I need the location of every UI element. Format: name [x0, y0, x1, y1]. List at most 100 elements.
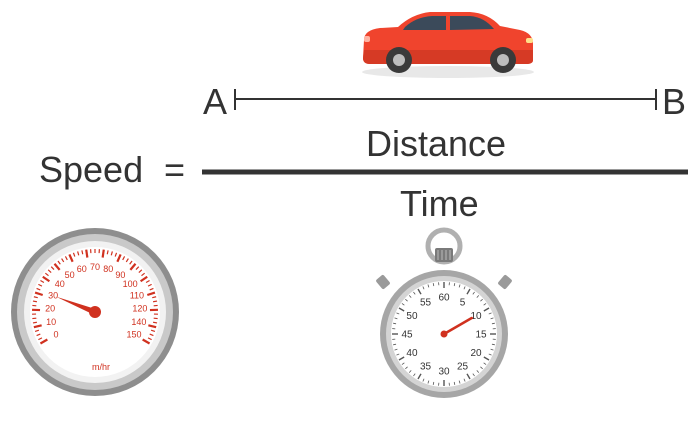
stopwatch-tick — [398, 307, 405, 312]
stopwatch-hand — [442, 316, 473, 336]
speedometer-tick-label: 100 — [123, 279, 138, 289]
speedometer-tick — [138, 269, 143, 273]
speedometer-hub — [89, 306, 101, 318]
speedometer-tick — [142, 338, 151, 345]
speedometer-tick — [135, 266, 140, 270]
stopwatch-tick — [491, 322, 495, 325]
speedometer-tick — [32, 300, 38, 303]
stopwatch-tick — [483, 303, 487, 306]
stopwatch-tick-label: 15 — [475, 330, 487, 341]
point-a-label: A — [203, 81, 228, 122]
stopwatch-tick — [394, 348, 398, 351]
stopwatch-tick — [476, 370, 480, 373]
stopwatch-tick — [490, 317, 494, 320]
speedometer-tick — [139, 275, 148, 283]
speedometer-unit: m/hr — [92, 362, 110, 372]
speedometer-tick — [81, 250, 84, 255]
speedometer-tick — [36, 287, 41, 291]
speedometer-tick — [106, 250, 109, 255]
speedometer-tick — [72, 252, 76, 257]
stopwatch-tick — [417, 288, 422, 295]
speedometer-tick-label: 20 — [45, 304, 55, 314]
speedometer-tick-label: 0 — [54, 330, 59, 340]
stopwatch-tick — [405, 366, 408, 370]
stopwatch-tick — [480, 298, 483, 302]
speedometer-tick — [53, 263, 61, 271]
stopwatch-tick — [466, 288, 471, 295]
stopwatch-tick-label: 35 — [420, 362, 432, 373]
speedometer-tick — [77, 251, 80, 256]
stopwatch-tick — [472, 373, 475, 377]
stopwatch-tick — [393, 343, 397, 346]
stopwatch-tick — [401, 303, 405, 306]
stopwatch-tick — [393, 322, 397, 325]
speedometer-tick — [148, 324, 157, 329]
stopwatch-hub — [440, 330, 448, 338]
speedometer-tick — [146, 291, 156, 297]
stopwatch-tick — [463, 378, 466, 382]
speedometer-tick — [50, 266, 55, 270]
stopwatch-tick-label: 30 — [438, 367, 450, 378]
stopwatch-tick — [472, 291, 475, 295]
speedometer-tick — [47, 269, 52, 273]
speedometer-tick — [68, 253, 74, 263]
stopwatch-tick-label: 20 — [470, 348, 482, 359]
stopwatch-tick — [417, 373, 422, 380]
stopwatch-tick-label: 10 — [470, 311, 482, 322]
distance-label: Distance — [366, 123, 507, 164]
speedometer-tick — [129, 260, 133, 265]
speedometer-tick-label: 140 — [131, 317, 146, 327]
speedometer-tick — [38, 283, 43, 287]
stopwatch-tick-label: 50 — [406, 311, 418, 322]
speedometer-tick — [145, 279, 150, 284]
stopwatch-tick — [408, 370, 412, 373]
speedometer-tick — [125, 258, 129, 263]
speedometer-tick — [149, 287, 154, 291]
stopwatch-tick — [453, 381, 456, 385]
stopwatch-tick — [396, 312, 400, 315]
speedometer-tick-label: 70 — [90, 262, 100, 272]
stopwatch-tick-label: 40 — [406, 348, 418, 359]
stopwatch-tick — [408, 295, 412, 298]
speedometer-tick — [147, 337, 152, 341]
speedometer-tick — [57, 260, 61, 265]
speedometer-tick — [38, 337, 43, 341]
speedometer-tick-label: 40 — [55, 279, 65, 289]
stopwatch-tick — [458, 284, 461, 288]
stopwatch-tick-label: 5 — [460, 297, 466, 308]
speedometer-tick-label: 80 — [103, 264, 113, 274]
stopwatch-tick — [405, 298, 408, 302]
speedometer-tick — [114, 252, 118, 257]
stopwatch-tick-label: 45 — [401, 330, 413, 341]
speedometer-tick-label: 110 — [130, 291, 144, 301]
stopwatch-tick — [490, 348, 494, 351]
speedometer-tick — [116, 253, 122, 263]
speedometer-tick — [101, 249, 105, 258]
stopwatch-tick — [488, 312, 492, 315]
stopwatch-tick — [422, 286, 425, 290]
stopwatch-tick-label: 25 — [457, 362, 469, 373]
stopwatch-tick — [483, 356, 490, 361]
speedometer-tick — [61, 258, 65, 263]
stopwatch-tick — [413, 373, 416, 377]
speedometer-tick-label: 50 — [65, 270, 75, 280]
stopwatch-tick — [413, 291, 416, 295]
stopwatch-tick — [466, 373, 471, 380]
speedometer-tick — [40, 279, 45, 284]
stopwatch-tick — [427, 380, 430, 384]
stopwatch-tick — [427, 284, 430, 288]
speedometer-tick — [122, 256, 126, 261]
speedometer-tick — [152, 300, 158, 303]
stopwatch-tick — [398, 356, 405, 361]
speedometer-tick — [141, 272, 146, 277]
speedometer-tick — [110, 251, 113, 256]
stopwatch-tick — [396, 353, 400, 356]
speedometer-tick — [36, 333, 41, 337]
speedometer-tick — [152, 296, 157, 299]
speedometer-tick — [34, 329, 40, 333]
